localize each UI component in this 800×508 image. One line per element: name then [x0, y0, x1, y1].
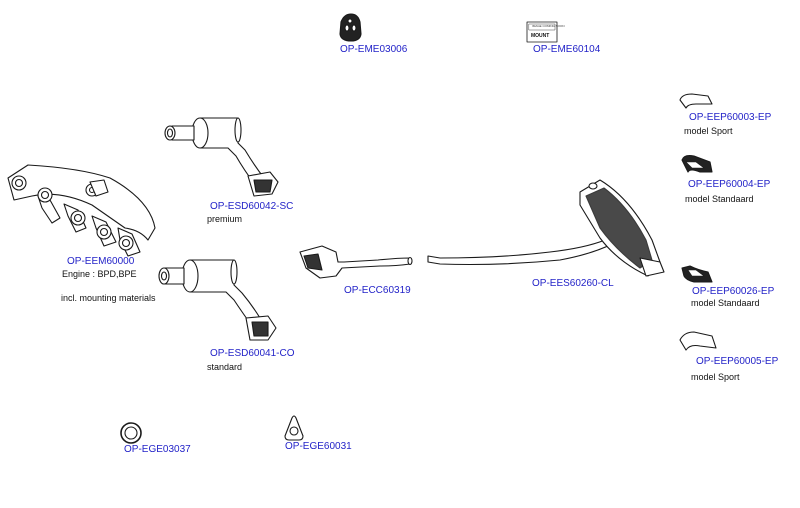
tail-pipe-2-drawing[interactable]: [681, 154, 713, 173]
gasket-triangle-drawing[interactable]: [284, 415, 304, 441]
part-link-dpf-premium[interactable]: OP-ESD60042-SC: [210, 201, 294, 212]
part-link-rear-silencer[interactable]: OP-EES60260-CL: [532, 278, 614, 289]
mount-image-note: IMAGE COMING SOON: [532, 24, 565, 28]
part-link-rubber-mount[interactable]: OP-EME03006: [340, 44, 408, 55]
part-link-tail-pipe-1[interactable]: OP-EEP60003-EP: [689, 112, 772, 123]
tail-pipe-4-note: model Sport: [691, 372, 740, 382]
mount-kit-drawing[interactable]: [526, 21, 558, 43]
dpf-premium-note: premium: [207, 214, 243, 224]
manifold-note-mounting: incl. mounting materials: [61, 293, 156, 303]
tail-pipe-4-drawing[interactable]: [679, 331, 717, 351]
dpf-premium-drawing[interactable]: [164, 117, 279, 197]
gasket-ring-drawing[interactable]: [120, 422, 142, 444]
tail-pipe-3-note: model Standaard: [691, 298, 760, 308]
tail-pipe-1-note: model Sport: [684, 126, 733, 136]
tail-pipe-2-note: model Standaard: [685, 194, 754, 204]
rear-silencer-drawing[interactable]: [427, 179, 665, 277]
mount-image-label: MOUNT: [531, 33, 550, 39]
part-link-dpf-standard[interactable]: OP-ESD60041-CO: [210, 348, 295, 359]
center-pipe-drawing[interactable]: [299, 245, 413, 279]
dpf-standard-drawing[interactable]: [158, 259, 277, 341]
part-link-tail-pipe-4[interactable]: OP-EEP60005-EP: [696, 356, 779, 367]
tail-pipe-3-drawing[interactable]: [681, 265, 713, 283]
part-link-tail-pipe-2[interactable]: OP-EEP60004-EP: [688, 179, 771, 190]
part-link-center-pipe[interactable]: OP-ECC60319: [344, 285, 411, 296]
tail-pipe-1-drawing[interactable]: [679, 93, 713, 109]
part-link-manifold[interactable]: OP-EEM60000: [67, 256, 135, 267]
rubber-mount-drawing[interactable]: [339, 13, 362, 42]
manifold-drawing[interactable]: [7, 164, 156, 257]
dpf-standard-note: standard: [207, 362, 243, 372]
manifold-note-engine: Engine : BPD,BPE: [62, 269, 137, 279]
part-link-mount-kit[interactable]: OP-EME60104: [533, 44, 601, 55]
part-link-gasket-triangle[interactable]: OP-EGE60031: [285, 441, 352, 452]
part-link-tail-pipe-3[interactable]: OP-EEP60026-EP: [692, 286, 775, 297]
part-link-gasket-ring[interactable]: OP-EGE03037: [124, 444, 191, 455]
